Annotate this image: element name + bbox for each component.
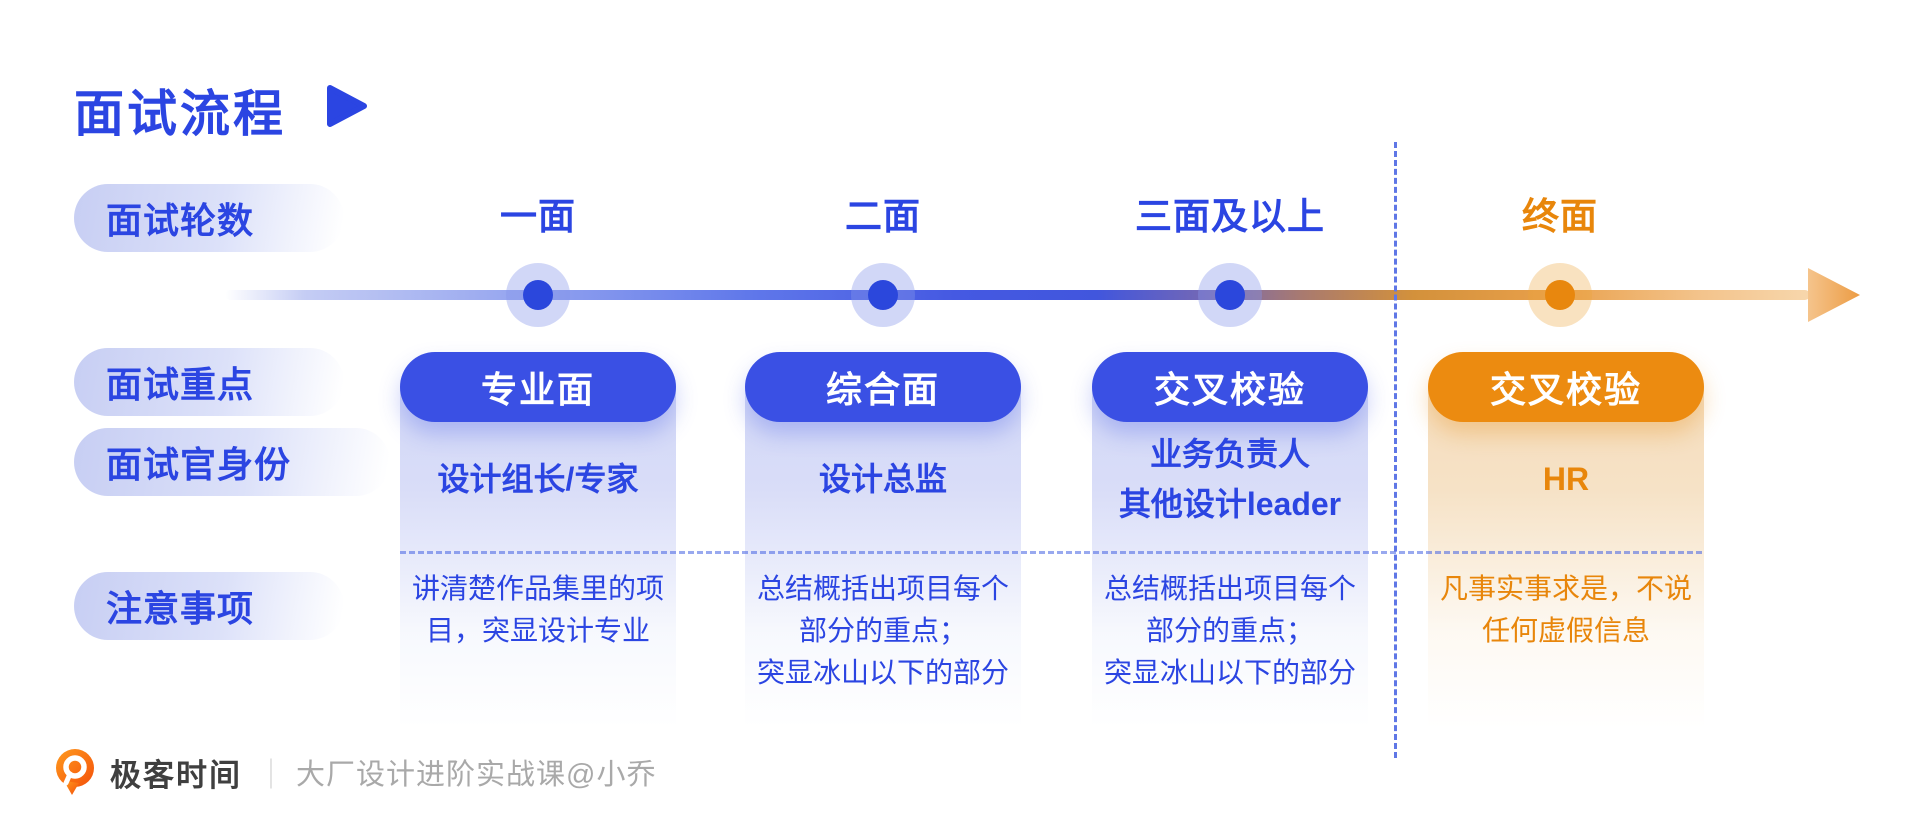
- footer: 极客时间 ｜ 大厂设计进阶实战课@小乔: [52, 746, 656, 798]
- focus-text-2: 综合面: [825, 369, 940, 410]
- notes-3: 总结概括出项目每个 部分的重点； 突显冰山以下的部分: [1080, 568, 1380, 694]
- notes-4-line-1: 凡事实事求是，不说: [1439, 573, 1692, 604]
- interviewer-3-line-1: 业务负责人: [1149, 436, 1310, 472]
- notes-2: 总结概括出项目每个 部分的重点； 突显冰山以下的部分: [733, 568, 1033, 694]
- focus-pill-4: 交叉校验: [1428, 352, 1704, 422]
- focus-text-4: 交叉校验: [1489, 369, 1642, 410]
- footer-divider: ｜: [256, 759, 286, 792]
- notes-4: 凡事实事求是，不说 任何虚假信息: [1416, 568, 1716, 652]
- card-round-3: 交叉校验 业务负责人 其他设计leader 总结概括出项目每个 部分的重点； 突…: [1092, 352, 1368, 728]
- course-text: 大厂设计进阶实战课@小乔: [296, 759, 657, 791]
- row-label-identity-text: 面试官身份: [106, 444, 292, 485]
- card-body-4: [1428, 388, 1704, 728]
- round-label-2: 二面: [845, 196, 921, 237]
- timeline-node-2: [868, 280, 898, 310]
- card-round-1: 专业面 设计组长/专家 讲清楚作品集里的项 目，突显设计专业: [400, 352, 676, 728]
- card-body-2: [745, 388, 1021, 728]
- interviewer-2: 设计总监: [745, 426, 1021, 532]
- card-body-3: [1092, 388, 1368, 728]
- card-round-2: 综合面 设计总监 总结概括出项目每个 部分的重点； 突显冰山以下的部分: [745, 352, 1021, 728]
- notes-4-line-2: 任何虚假信息: [1481, 615, 1650, 646]
- horizontal-dashed-divider: [400, 551, 1702, 554]
- card-body-1: [400, 388, 676, 728]
- notes-1-line-1: 讲清楚作品集里的项: [411, 573, 664, 604]
- notes-3-line-3: 突显冰山以下的部分: [1103, 657, 1356, 688]
- timeline-node-1: [523, 280, 553, 310]
- interviewer-4-line-1: HR: [1542, 461, 1590, 497]
- row-label-rounds-text: 面试轮数: [106, 200, 255, 241]
- focus-pill-3: 交叉校验: [1092, 352, 1368, 422]
- row-label-identity: 面试官身份: [74, 428, 390, 496]
- brand-text: 极客时间: [110, 757, 242, 793]
- focus-pill-2: 综合面: [745, 352, 1021, 422]
- vertical-dashed-divider: [1394, 142, 1397, 758]
- round-label-1: 一面: [500, 196, 576, 237]
- focus-text-3: 交叉校验: [1153, 369, 1306, 410]
- timeline-node-4: [1545, 280, 1575, 310]
- notes-1-line-2: 目，突显设计专业: [425, 615, 650, 646]
- timeline-line: [225, 290, 1810, 300]
- interviewer-3: 业务负责人 其他设计leader: [1092, 426, 1368, 532]
- round-label-4: 终面: [1522, 196, 1598, 237]
- interviewer-2-line-1: 设计总监: [818, 461, 947, 497]
- interviewer-3-line-2: 其他设计leader: [1118, 486, 1342, 522]
- page-title: 面试流程: [74, 86, 286, 142]
- notes-2-line-2: 部分的重点；: [798, 615, 967, 646]
- notes-2-line-3: 突显冰山以下的部分: [756, 657, 1009, 688]
- timeline-node-3: [1215, 280, 1245, 310]
- notes-2-line-1: 总结概括出项目每个: [756, 573, 1009, 604]
- interviewer-1: 设计组长/专家: [400, 426, 676, 532]
- notes-3-line-1: 总结概括出项目每个: [1103, 573, 1356, 604]
- round-label-3: 三面及以上: [1135, 196, 1325, 237]
- row-label-rounds: 面试轮数: [74, 184, 344, 252]
- row-label-focus-text: 面试重点: [106, 364, 255, 405]
- row-label-notes: 注意事项: [74, 572, 344, 640]
- row-label-focus: 面试重点: [74, 348, 344, 416]
- card-round-4: 交叉校验 HR 凡事实事求是，不说 任何虚假信息: [1428, 352, 1704, 728]
- notes-1: 讲清楚作品集里的项 目，突显设计专业: [388, 568, 688, 652]
- notes-3-line-2: 部分的重点；: [1145, 615, 1314, 646]
- play-triangle-icon: [327, 85, 367, 127]
- focus-pill-1: 专业面: [400, 352, 676, 422]
- interviewer-1-line-1: 设计组长/专家: [437, 461, 639, 497]
- timeline-arrow-icon: [1808, 268, 1860, 322]
- interviewer-4: HR: [1428, 426, 1704, 532]
- focus-text-1: 专业面: [480, 369, 595, 410]
- geektime-logo-icon: [56, 749, 94, 795]
- row-label-notes-text: 注意事项: [106, 588, 255, 629]
